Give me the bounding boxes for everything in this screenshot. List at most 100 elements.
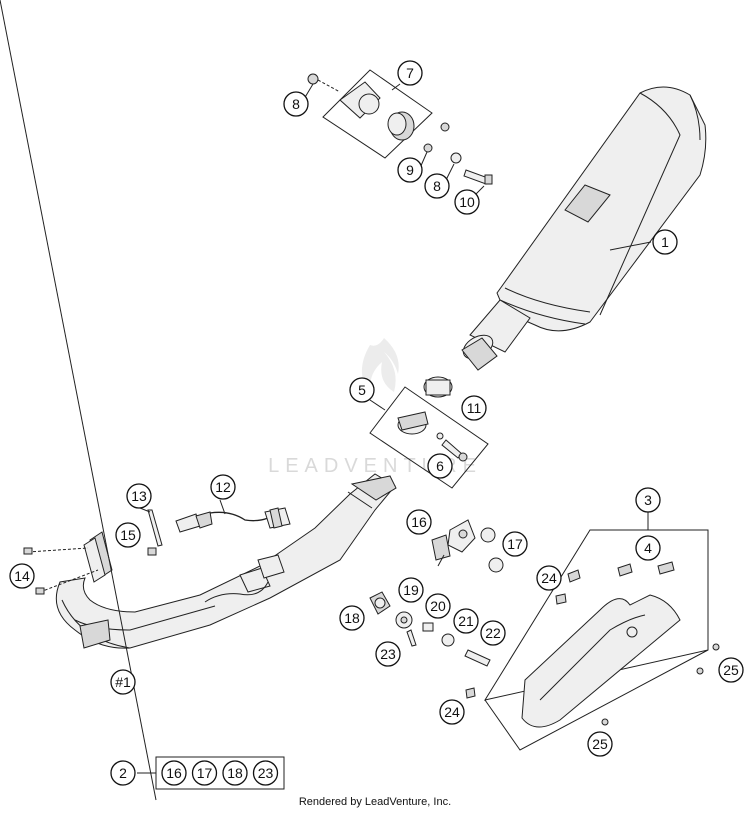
part-callout: 11 <box>461 395 487 421</box>
part-callout-number: 20 <box>430 598 446 614</box>
part-callout-number: 16 <box>411 514 427 530</box>
part-callout: 2 <box>110 760 136 786</box>
part-callout-number: 14 <box>14 568 30 584</box>
part-callout: 20 <box>425 593 451 619</box>
part-callout-number: 3 <box>644 492 652 508</box>
kit-part-callout: 16 <box>161 760 187 786</box>
part-callout-number: 4 <box>644 540 652 556</box>
kit-part-callout: 23 <box>252 760 279 786</box>
watermark-text: LEADVENTURE <box>268 455 482 477</box>
part-callout: 24 <box>536 565 562 591</box>
part-callout: 8 <box>424 173 450 199</box>
part-callout-circle <box>453 608 479 634</box>
part-callout: 22 <box>480 620 506 646</box>
part-callout-circle <box>635 487 661 513</box>
part-callout-circle <box>424 173 450 199</box>
part-callout-number: 8 <box>433 178 441 194</box>
part-callout-circle <box>635 535 661 561</box>
clamp-kit-5 <box>369 376 489 489</box>
kit-part-callout-number: 16 <box>166 765 182 781</box>
part-callout: 9 <box>397 157 423 183</box>
part-callout: #1 <box>110 669 136 695</box>
heat-shield-kit-3 <box>465 529 720 751</box>
part-callout: 8 <box>283 91 309 117</box>
oxygen-sensor-12 <box>175 507 291 533</box>
part-callout-circle <box>339 605 365 631</box>
muffler-part-1 <box>461 86 707 371</box>
part-callout-number: 9 <box>406 162 414 178</box>
part-callout-number: 7 <box>406 65 414 81</box>
kit-part-callout-number: 17 <box>197 765 213 781</box>
part-callout-number: 15 <box>120 527 136 543</box>
part-callout-circle <box>210 474 236 500</box>
part-callout-number: 6 <box>436 458 444 474</box>
part-callout: 19 <box>398 577 424 603</box>
part-callout: 13 <box>126 483 152 509</box>
part-callout-number: 11 <box>467 400 482 416</box>
kit-part-callout: 17 <box>191 760 218 786</box>
part-callout-circle <box>283 91 309 117</box>
part-callout: 25 <box>587 731 613 757</box>
part-callout-circle <box>718 657 744 683</box>
part-callout-circle <box>536 565 562 591</box>
part-callout-number: 21 <box>458 613 474 629</box>
kit-box <box>155 756 285 790</box>
part-callout-circle <box>427 453 453 479</box>
part-callout-number: 1 <box>661 234 669 250</box>
part-callout-number: 19 <box>403 582 419 598</box>
part-callout-circle <box>652 229 678 255</box>
part-callout: 21 <box>453 608 479 634</box>
part-callout-circle <box>425 593 451 619</box>
part-callout: 12 <box>210 474 236 500</box>
part-callout-number: 13 <box>131 488 147 504</box>
part-callout: 18 <box>339 605 365 631</box>
part-callout-number: 25 <box>723 662 739 678</box>
part-callout: 15 <box>115 522 141 548</box>
part-callout-circle <box>398 577 424 603</box>
small-fasteners-8-9-10 <box>423 122 493 185</box>
kit-part-callout-circle <box>252 760 279 786</box>
bracket-kit-7 <box>307 69 433 159</box>
part-callout-circle <box>406 509 432 535</box>
part-callout: 4 <box>635 535 661 561</box>
part-callout-number: 5 <box>358 382 366 398</box>
kit-part-callout-circle <box>191 760 218 786</box>
part-callout-circle <box>397 157 423 183</box>
part-callout-circle <box>454 189 480 215</box>
part-callout: 17 <box>502 531 528 557</box>
kit-part-callout-number: 23 <box>258 765 274 781</box>
part-callout-circle <box>126 483 152 509</box>
part-callout-number: 23 <box>380 646 396 662</box>
part-callout-circle <box>110 669 136 695</box>
part-callout-circle <box>110 760 136 786</box>
part-callout-number: 24 <box>541 570 557 586</box>
part-callout-circle <box>397 60 423 86</box>
part-callout: 1 <box>652 229 678 255</box>
part-callout: 7 <box>397 60 423 86</box>
part-callout-circle <box>461 395 487 421</box>
part-callout-number: 25 <box>592 736 608 752</box>
part-callout: 23 <box>375 641 401 667</box>
part-callout-circle <box>439 699 465 725</box>
part-callout: 10 <box>454 189 480 215</box>
part-callout: 16 <box>406 509 432 535</box>
part-callout: 3 <box>635 487 661 513</box>
kit-part-callout-circle <box>161 760 187 786</box>
part-callout: 14 <box>9 563 35 589</box>
part-callout-number: #1 <box>115 674 131 690</box>
leader-lines <box>0 0 652 801</box>
part-callout-number: 24 <box>444 704 460 720</box>
rendered-by-footer: Rendered by LeadVenture, Inc. <box>298 796 452 808</box>
part-callout-number: 12 <box>215 479 231 495</box>
part-callout-circle <box>587 731 613 757</box>
part-callout: 6 <box>427 453 453 479</box>
kit-part-callout-circle <box>222 760 248 786</box>
header-pipe-1 <box>23 473 397 649</box>
kit-part-callout: 18 <box>222 760 248 786</box>
bracket-parts-16-17 <box>431 519 504 573</box>
part-callout-number: 18 <box>344 610 360 626</box>
part-callout-number: 17 <box>507 536 523 552</box>
part-callout: 25 <box>718 657 744 683</box>
callout-labels: 1234567889101112131415161718192021222324… <box>9 60 744 786</box>
